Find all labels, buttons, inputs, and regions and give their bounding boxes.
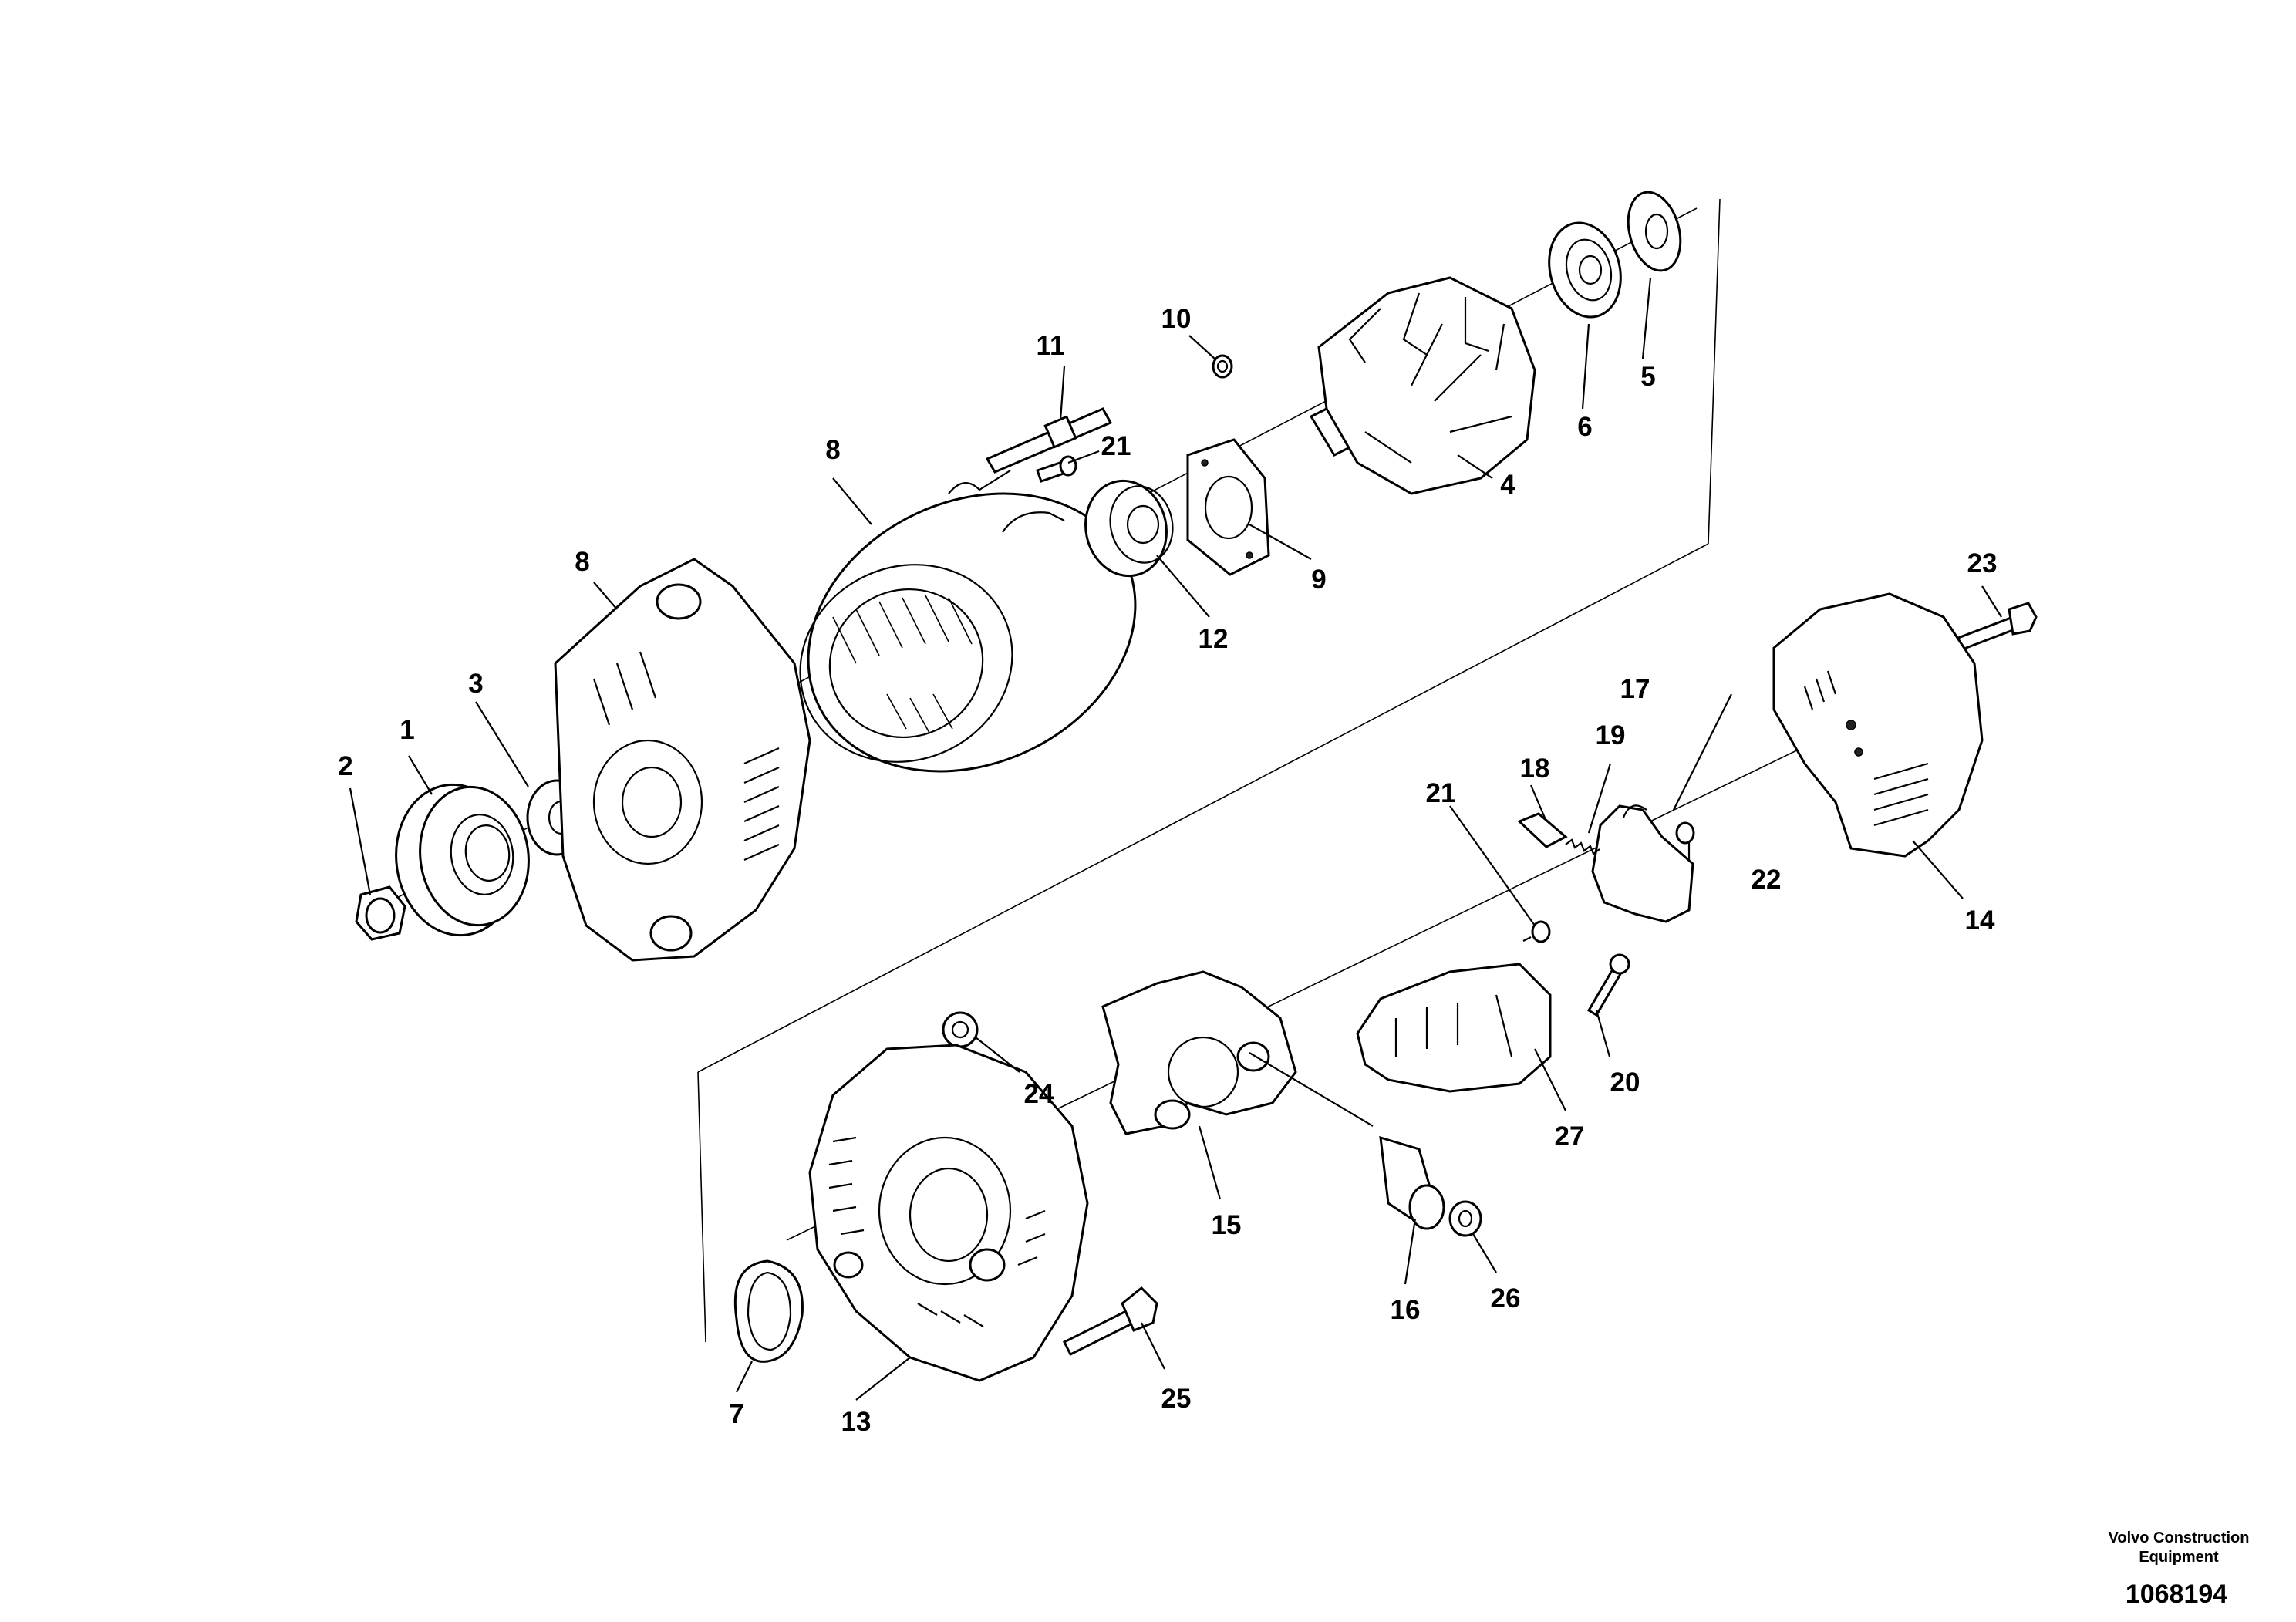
part-bearing-front xyxy=(1084,479,1174,578)
part-stator xyxy=(799,470,1137,773)
figure-number: 1068194 xyxy=(2126,1580,2227,1609)
part-bearing-rear xyxy=(1548,221,1622,319)
part-brush xyxy=(1517,812,1568,848)
callout-24: 24 xyxy=(1024,1079,1054,1109)
part-retainer-plate xyxy=(1186,438,1270,576)
part-screw-10 xyxy=(1212,354,1233,379)
figure-footer: Volvo Construction Equipment 1068194 xyxy=(2109,1529,2250,1609)
part-drive-end-housing xyxy=(554,558,811,962)
part-regulator xyxy=(1356,963,1552,1093)
leader-lines xyxy=(349,277,2002,1401)
callout-17: 17 xyxy=(1620,674,1650,704)
part-rotor xyxy=(1309,276,1536,495)
part-stud-bolt xyxy=(985,407,1113,474)
callout-21-upper: 21 xyxy=(1101,431,1131,461)
callout-21-lower: 21 xyxy=(1426,778,1456,808)
part-terminal-insulator xyxy=(1249,1052,1445,1230)
callout-19: 19 xyxy=(1596,720,1626,750)
callout-22: 22 xyxy=(1752,865,1782,895)
callout-15: 15 xyxy=(1212,1210,1242,1240)
callout-25: 25 xyxy=(1161,1384,1192,1414)
part-screw-22 xyxy=(1675,821,1695,845)
callout-5: 5 xyxy=(1640,362,1655,392)
callout-14: 14 xyxy=(1965,905,1995,936)
part-rectifier xyxy=(1101,970,1297,1135)
callout-4: 4 xyxy=(1500,470,1515,500)
callout-12: 12 xyxy=(1199,624,1229,654)
part-nut-24 xyxy=(942,1011,979,1048)
part-spring xyxy=(1565,838,1600,855)
callout-8-housing: 8 xyxy=(575,547,589,577)
callout-7: 7 xyxy=(729,1399,743,1429)
part-rear-cover xyxy=(1772,592,1984,858)
callout-10: 10 xyxy=(1161,304,1192,334)
part-brush-holder xyxy=(1591,804,1694,923)
part-small-screw-lower xyxy=(1522,920,1551,943)
part-bolt-25 xyxy=(1062,1286,1158,1357)
callout-1: 1 xyxy=(400,715,414,745)
callout-18: 18 xyxy=(1520,754,1550,784)
part-bolt-20 xyxy=(1586,953,1630,1017)
part-rear-end-frame xyxy=(808,1044,1089,1382)
part-pulley xyxy=(395,783,530,937)
callout-11: 11 xyxy=(1037,331,1065,361)
company-name-line2: Equipment xyxy=(2139,1549,2219,1566)
company-name-line1: Volvo Construction xyxy=(2109,1529,2250,1546)
part-small-screw-upper xyxy=(1036,455,1077,483)
callout-23: 23 xyxy=(1967,548,1998,578)
callout-3: 3 xyxy=(468,669,483,699)
callout-2: 2 xyxy=(338,751,352,781)
callout-9: 9 xyxy=(1311,565,1326,595)
part-seal-ring xyxy=(733,1259,804,1363)
callout-16: 16 xyxy=(1391,1295,1421,1325)
callout-27: 27 xyxy=(1555,1121,1585,1152)
part-nut-26 xyxy=(1448,1200,1482,1237)
callout-6: 6 xyxy=(1577,412,1592,442)
part-nut xyxy=(355,885,406,941)
callout-26: 26 xyxy=(1491,1283,1521,1313)
callout-labels: 1 2 3 4 5 6 7 8 8 9 10 11 12 13 14 15 16… xyxy=(338,304,1997,1437)
part-washer xyxy=(1627,191,1682,272)
callout-20: 20 xyxy=(1610,1067,1640,1098)
callout-13: 13 xyxy=(841,1407,872,1437)
callout-8-stator: 8 xyxy=(825,435,840,465)
